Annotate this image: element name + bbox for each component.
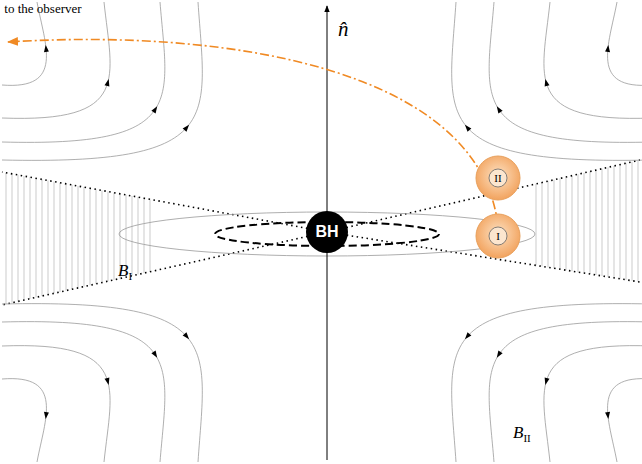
field-line <box>2 304 202 462</box>
field-line <box>489 322 642 462</box>
axis-label: n̂ <box>338 18 349 40</box>
emission-region: I <box>475 213 521 259</box>
hatch-line <box>90 188 91 285</box>
emission-region: II <box>475 155 521 201</box>
hatch-line <box>638 160 639 281</box>
field-arrow <box>43 45 49 53</box>
hatch-line <box>48 180 49 294</box>
node-label: BH <box>315 223 338 241</box>
field-line <box>2 2 202 160</box>
field-arrow <box>605 412 611 420</box>
field-line <box>608 379 642 462</box>
field-arrow <box>105 78 112 86</box>
hatch-line <box>560 178 561 269</box>
region-number: II <box>494 172 501 184</box>
hatch-line <box>84 187 85 286</box>
hatch-line <box>144 198 145 273</box>
hatch-line <box>102 190 103 282</box>
hatch-line <box>542 183 543 267</box>
hatch-line <box>596 170 597 275</box>
field-line <box>544 2 642 118</box>
hatch-line <box>54 182 55 294</box>
field-line <box>2 2 165 142</box>
hatch-line <box>536 184 537 265</box>
hatch-line <box>30 177 31 299</box>
field-arrow <box>543 78 550 86</box>
hatch-line <box>36 178 37 297</box>
field-arrow <box>543 378 550 386</box>
hatch-line <box>554 180 555 268</box>
hatch-line <box>566 177 567 270</box>
inner-ring <box>489 227 507 245</box>
hatch-line <box>18 175 19 301</box>
region-number: I <box>496 230 500 242</box>
hatch-line <box>626 163 627 280</box>
hatch-line <box>150 199 151 271</box>
field-label: BI <box>118 262 132 283</box>
hatch-line <box>6 173 7 304</box>
node-text-wrap: I <box>475 213 521 259</box>
field-arrow <box>105 378 112 386</box>
hatch-line <box>620 165 621 279</box>
orange-blob <box>476 214 520 258</box>
cone-boundary <box>2 160 640 305</box>
hatch-line <box>78 186 79 288</box>
disc-outline <box>119 212 535 256</box>
orange-blob <box>476 156 520 200</box>
field-arrow <box>183 332 191 341</box>
field-arrow <box>151 105 159 114</box>
hatch-line <box>132 196 133 276</box>
field-line <box>452 304 642 462</box>
field-line <box>608 2 642 85</box>
hatch-line <box>138 197 139 274</box>
observer-ray <box>8 39 498 226</box>
field-label: BII <box>513 424 531 445</box>
field-line <box>2 322 165 462</box>
field-arrow <box>463 123 471 132</box>
hatch-line <box>108 192 109 282</box>
field-line <box>544 346 642 462</box>
hatch-line <box>608 167 609 277</box>
hatch-line <box>42 179 43 296</box>
hatch-line <box>584 173 585 273</box>
hatch-line <box>548 181 549 267</box>
field-arrow <box>151 351 159 360</box>
field-line <box>452 2 642 160</box>
hatch-line <box>96 189 97 284</box>
field-arrow <box>495 351 503 360</box>
hatch-line <box>12 174 13 303</box>
black-hole-disk <box>306 211 348 253</box>
field-line <box>489 2 642 142</box>
field-arrow <box>463 332 471 341</box>
hatch-line <box>60 183 61 292</box>
field-line <box>2 2 110 118</box>
hatch-line <box>578 174 579 272</box>
field-line <box>2 346 110 462</box>
cone-line <box>2 232 327 305</box>
field-line <box>2 379 46 462</box>
disc-hatching <box>6 160 638 304</box>
hatch-line <box>572 176 573 271</box>
node-text-wrap: BH <box>305 210 349 254</box>
field-arrow <box>605 45 611 53</box>
node-text-wrap: II <box>475 155 521 201</box>
hatch-line <box>590 172 591 275</box>
hatch-line <box>72 185 73 289</box>
hatch-line <box>114 193 115 280</box>
hatch-line <box>602 169 603 276</box>
observer-label: to the observer <box>3 2 83 16</box>
inner-ring <box>489 169 507 187</box>
field-arrow <box>43 412 49 420</box>
hatch-line <box>614 166 615 278</box>
field-arrow <box>495 105 503 114</box>
field-arrow <box>183 123 191 132</box>
black-hole: BH <box>305 210 349 254</box>
hatch-line <box>66 184 67 291</box>
hatch-line <box>24 176 25 300</box>
hatch-line <box>632 162 633 281</box>
